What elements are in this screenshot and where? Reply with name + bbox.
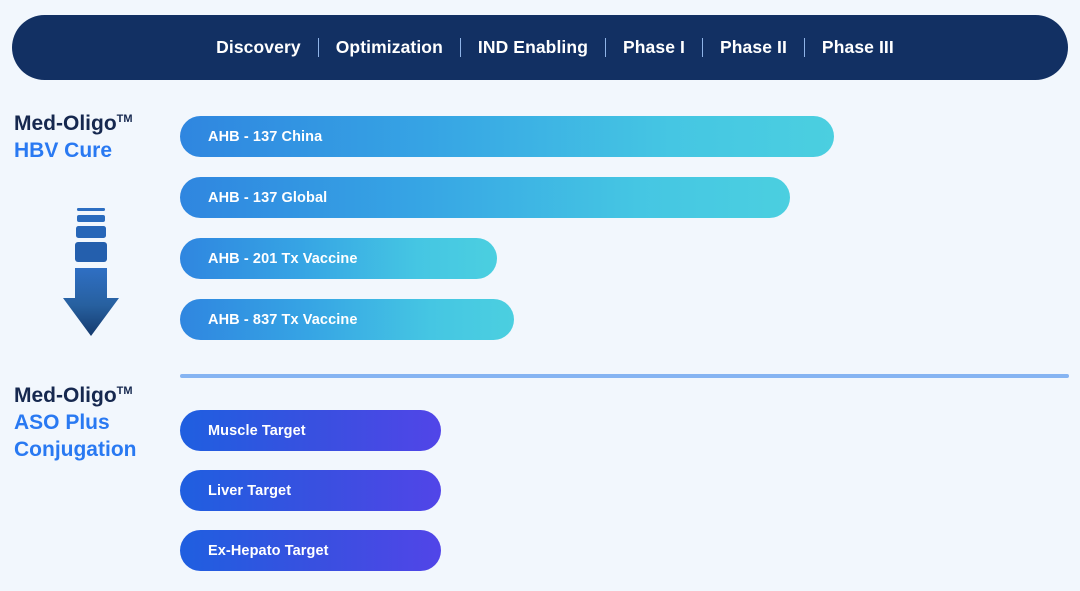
down-arrow-icon [62,208,120,340]
phase-item-optimization[interactable]: Optimization [335,37,443,57]
trademark-icon: TM [116,385,133,397]
phase-header-bar: Discovery Optimization IND Enabling Phas… [12,15,1068,80]
section-divider [180,374,1069,378]
phase-item-phase-ii[interactable]: Phase II [719,37,787,57]
pipeline-bar-ex-hepato-target[interactable]: Ex-Hepato Target [180,530,441,571]
pipeline-bar-liver-target[interactable]: Liver Target [180,470,441,511]
brand-text: Med-Oligo [14,384,117,407]
phase-separator-icon [317,38,319,57]
phase-separator-icon [604,38,606,57]
pipeline-bar-muscle-target[interactable]: Muscle Target [180,410,441,451]
phase-separator-icon [701,38,703,57]
phase-item-ind-enabling[interactable]: IND Enabling [477,37,588,57]
pipeline-bar-label: Liver Target [208,482,292,499]
pipeline-bar-label: AHB - 201 Tx Vaccine [208,250,358,267]
phase-item-phase-iii[interactable]: Phase III [821,37,894,57]
pipeline-bar-ahb-137-global[interactable]: AHB - 137 Global [180,177,790,218]
trademark-icon: TM [116,113,133,125]
brand-text: Med-Oligo [14,112,117,135]
pipeline-bar-ahb-137-china[interactable]: AHB - 137 China [180,116,834,157]
section-subtitle-line: Conjugation [14,438,137,461]
section-subtitle-line: HBV Cure [14,139,113,162]
pipeline-bar-label: AHB - 137 China [208,128,323,145]
section-brand-name: Med-OligoTM [14,383,179,409]
pipeline-bar-label: Ex-Hepato Target [208,542,329,559]
pipeline-bar-label: AHB - 837 Tx Vaccine [208,311,358,328]
phase-item-phase-i[interactable]: Phase I [622,37,685,57]
section-label-hbv-cure: Med-OligoTM HBV Cure [14,111,179,164]
phase-separator-icon [459,38,461,57]
phase-item-discovery[interactable]: Discovery [216,37,301,57]
phase-separator-icon [803,38,805,57]
section-brand-name: Med-OligoTM [14,111,179,137]
phase-list: Discovery Optimization IND Enabling Phas… [169,37,911,58]
pipeline-bar-ahb-201-tx-vaccine[interactable]: AHB - 201 Tx Vaccine [180,238,497,279]
pipeline-bar-label: AHB - 137 Global [208,189,328,206]
pipeline-bar-label: Muscle Target [208,422,306,439]
section-subtitle-line: ASO Plus [14,411,110,434]
section-label-aso-plus-conjugation: Med-OligoTM ASO Plus Conjugation [14,383,179,463]
pipeline-bar-ahb-837-tx-vaccine[interactable]: AHB - 837 Tx Vaccine [180,299,514,340]
